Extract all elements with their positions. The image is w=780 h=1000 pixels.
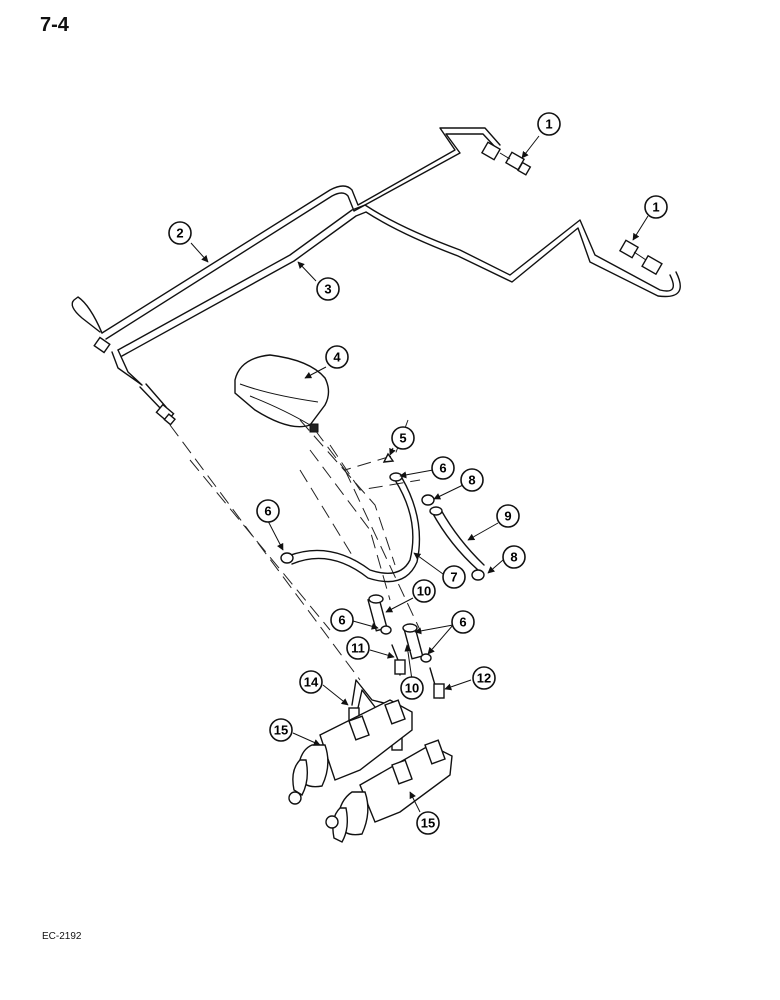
- callout-10-a: 10: [412, 579, 436, 603]
- callout-6-a: 6: [431, 456, 455, 480]
- pipe-fitting-left: [93, 336, 176, 426]
- hose-9: [429, 506, 485, 571]
- callout-11: 11: [346, 636, 370, 660]
- callout-label: 6: [439, 461, 446, 476]
- hose-clip: [421, 494, 485, 581]
- callout-2: 2: [168, 221, 192, 245]
- page-number: 7-4: [40, 14, 69, 36]
- callout-label: 5: [399, 431, 406, 446]
- callout-label: 8: [510, 550, 517, 565]
- callout-label: 11: [351, 641, 365, 656]
- callout-14: 14: [299, 670, 323, 694]
- callout-6-b: 6: [256, 499, 280, 523]
- union-fitting-right: [618, 239, 663, 276]
- dashed-leaders: [169, 419, 421, 681]
- callout-5: 5: [391, 426, 415, 450]
- union-fitting-upper: [480, 141, 532, 176]
- callout-9: 9: [496, 504, 520, 528]
- callout-label: 14: [304, 675, 319, 690]
- hose-7: [280, 472, 421, 583]
- callout-leaders: [190, 135, 649, 813]
- callout-label: 1: [652, 200, 659, 215]
- callout-label: 4: [333, 350, 341, 365]
- master-cylinder-upper: [288, 699, 413, 805]
- cap: [382, 452, 395, 463]
- callout-label: 10: [405, 681, 419, 696]
- callout-label: 7: [450, 570, 457, 585]
- callout-label: 8: [468, 473, 475, 488]
- callout-15-b: 15: [416, 811, 440, 835]
- callout-1-right: 1: [644, 195, 668, 219]
- callout-6-c: 6: [330, 608, 354, 632]
- master-cylinder-lower: [325, 739, 453, 843]
- callout-15-a: 15: [269, 718, 293, 742]
- callout-1-upper: 1: [537, 112, 561, 136]
- callout-12: 12: [472, 666, 496, 690]
- callout-10-b: 10: [400, 676, 424, 700]
- callout-label: 12: [477, 671, 491, 686]
- callout-8-a: 8: [460, 468, 484, 492]
- callout-label: 9: [504, 509, 511, 524]
- callout-6-d: 6: [451, 610, 475, 634]
- callout-label: 6: [264, 504, 271, 519]
- callout-label: 15: [274, 723, 288, 738]
- callout-7: 7: [442, 565, 466, 589]
- callout-label: 1: [545, 117, 552, 132]
- callout-label: 10: [417, 584, 431, 599]
- fluid-reservoir: [234, 354, 330, 433]
- brake-pipe-2: [71, 127, 501, 340]
- callout-label: 15: [421, 816, 435, 831]
- callout-label: 3: [324, 282, 331, 297]
- callout-4: 4: [325, 345, 349, 369]
- figure-code: EC-2192: [42, 931, 82, 942]
- callout-8-b: 8: [502, 545, 526, 569]
- callout-3: 3: [316, 277, 340, 301]
- callout-label: 6: [459, 615, 466, 630]
- brake-pipe-3: [111, 204, 681, 411]
- hose-connectors: [367, 594, 445, 699]
- callout-label: 2: [176, 226, 183, 241]
- callout-label: 6: [338, 613, 345, 628]
